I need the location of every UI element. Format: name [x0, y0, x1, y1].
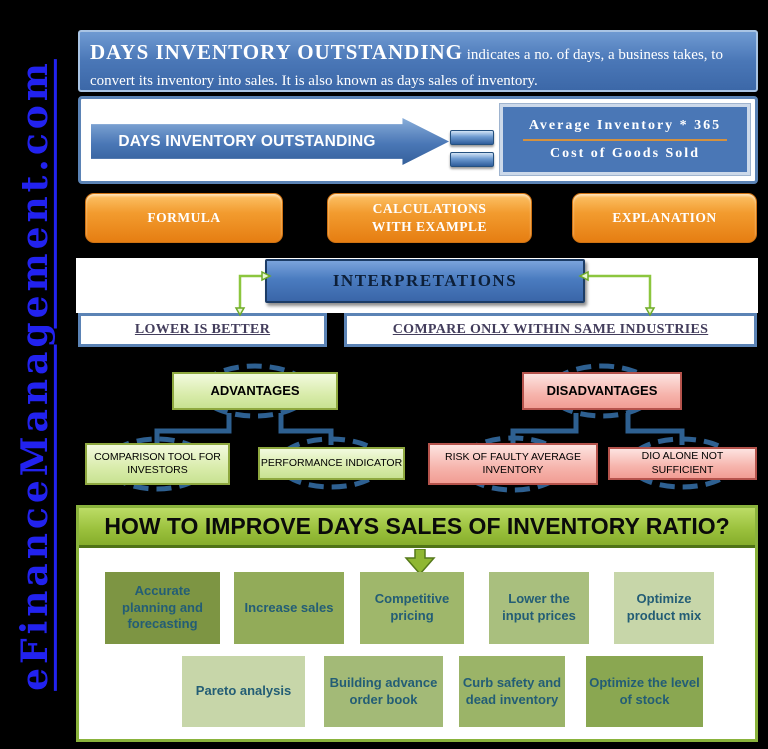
fraction-divider: [522, 138, 728, 141]
brand-link[interactable]: eFinanceManagement.com: [14, 58, 56, 691]
page-title: DAYS INVENTORY OUTSTANDING: [90, 40, 464, 64]
improve-tip-pareto-analysis: Pareto analysis: [182, 656, 305, 727]
formula-term-label: DAYS INVENTORY OUTSTANDING: [118, 132, 376, 150]
arrowhead-left-icon: [578, 270, 589, 282]
advantages-node: ADVANTAGES: [172, 372, 338, 410]
formula-numerator: Average Inventory * 365: [528, 117, 722, 133]
green-connector-arrows: [234, 270, 656, 317]
connector-adv-left: [154, 413, 232, 445]
arrowhead-down-left-icon: [234, 307, 246, 317]
equals-bar-top: [450, 130, 494, 145]
interpretation-compare-industries-link[interactable]: COMPARE ONLY WITHIN SAME INDUSTRIES: [344, 313, 757, 347]
flow-arrow-icon: DAYS INVENTORY OUTSTANDING: [91, 118, 449, 165]
formula-fraction: Average Inventory * 365 Cost of Goods So…: [499, 103, 751, 176]
improve-tip-increase-sales: Increase sales: [234, 572, 344, 644]
improve-tip-accurate-planning: Accurate planning and forecasting: [105, 572, 220, 644]
explanation-button[interactable]: EXPLANATION: [572, 193, 757, 243]
arrowhead-down-right-icon: [644, 307, 656, 317]
improve-tip-competitive-pricing: Competitive pricing: [360, 572, 464, 644]
page-description: indicates a no. of days, a business take…: [90, 47, 723, 89]
improve-tip-optimize-product-mix: Optimize product mix: [614, 572, 714, 644]
calculations-with-example-button[interactable]: CALCULATIONS WITH EXAMPLE: [327, 193, 532, 243]
improve-section: HOW TO IMPROVE DAYS SALES OF INVENTORY R…: [76, 505, 758, 742]
header-definition-box: DAYS INVENTORY OUTSTANDING indicates a n…: [78, 30, 758, 92]
improve-tip-curb-dead-inventory: Curb safety and dead inventory: [459, 656, 565, 727]
improve-tip-lower-input-prices: Lower the input prices: [489, 572, 589, 644]
down-arrow-icon: [404, 549, 436, 575]
equals-bar-bottom: [450, 152, 494, 167]
formula-panel: DAYS INVENTORY OUTSTANDING Average Inven…: [78, 96, 758, 184]
interpretation-lower-is-better-link[interactable]: LOWER IS BETTER: [78, 313, 327, 347]
advantage-item-performance-indicator: PERFORMANCE INDICATOR: [258, 447, 405, 480]
advantages-disadvantages-section: ADVANTAGES COMPARISON TOOL FOR INVESTORS…: [76, 355, 758, 505]
interpretations-section: INTERPRETATIONS LOWER IS BETTER COMPARE …: [76, 256, 758, 350]
formula-denominator: Cost of Goods Sold: [550, 145, 700, 161]
disadvantage-item-faulty-average: RISK OF FAULTY AVERAGE INVENTORY: [428, 443, 598, 485]
brand-sidebar: eFinanceManagement.com: [2, 0, 68, 749]
disadvantages-node: DISADVANTAGES: [522, 372, 682, 410]
equals-icon: [450, 123, 494, 174]
interpretations-title: INTERPRETATIONS: [265, 259, 585, 303]
disadvantage-item-dio-not-sufficient: DIO ALONE NOT SUFFICIENT: [608, 447, 757, 480]
formula-button[interactable]: FORMULA: [85, 193, 283, 243]
arrowhead-right-icon: [261, 270, 272, 282]
connector-dis-right: [625, 413, 685, 445]
improve-section-title: HOW TO IMPROVE DAYS SALES OF INVENTORY R…: [79, 508, 755, 548]
improve-tip-optimize-stock-level: Optimize the level of stock: [586, 656, 703, 727]
advantage-item-comparison-tool: COMPARISON TOOL FOR INVESTORS: [85, 443, 230, 485]
connector-adv-right: [278, 413, 334, 445]
improve-tip-advance-order-book: Building advance order book: [324, 656, 443, 727]
connector-dis-left: [510, 413, 579, 445]
